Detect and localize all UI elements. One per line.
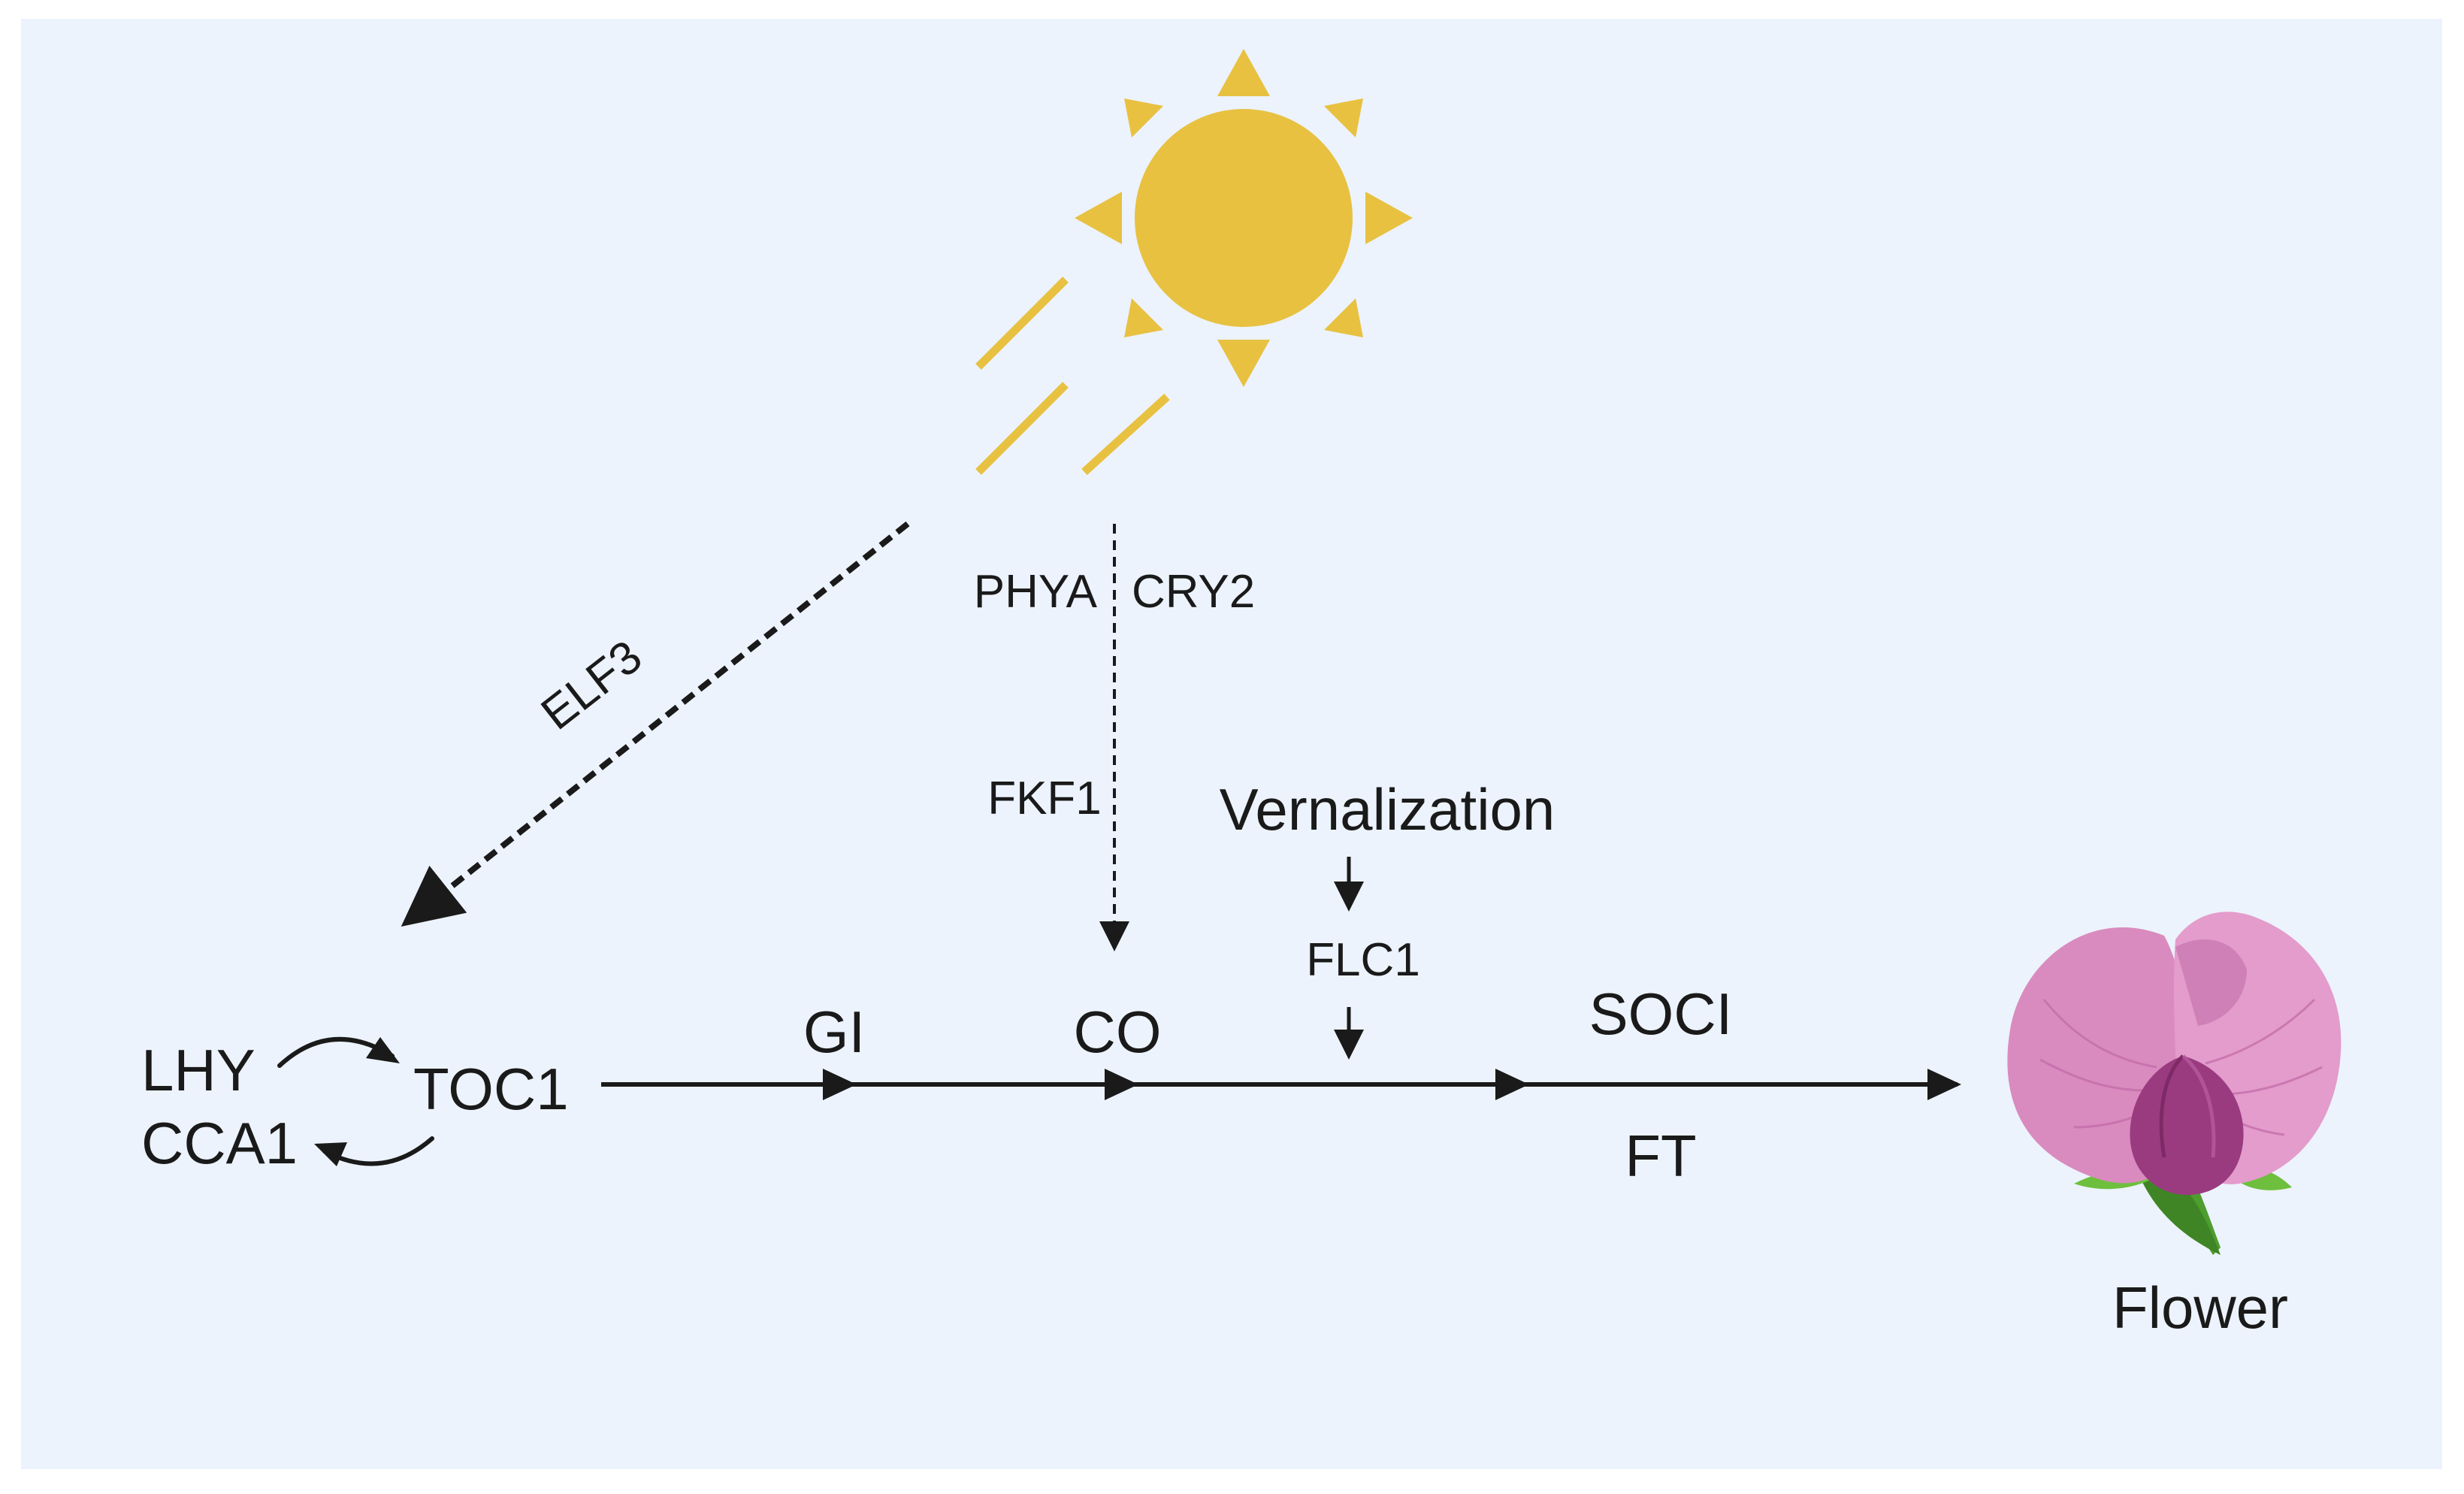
node-soci: SOCI (1589, 981, 1733, 1047)
node-ft: FT (1625, 1123, 1696, 1189)
loop-arrowhead-top (366, 1037, 400, 1063)
node-gi: GI (803, 999, 865, 1065)
regulator-fkf1: FKF1 (987, 773, 1102, 824)
flower-icon (2007, 912, 2342, 1255)
arrowhead-gi (823, 1069, 857, 1100)
arrowhead-co (1105, 1069, 1138, 1100)
node-toc1: TOC1 (413, 1056, 569, 1122)
node-cca1: CCA1 (141, 1110, 298, 1176)
loop-arrowhead-bottom (314, 1142, 347, 1166)
elf3-dashed-arrow (401, 521, 910, 927)
regulator-cry2: CRY2 (1132, 566, 1255, 618)
regulator-vernalization: Vernalization (1220, 776, 1555, 842)
arrowhead-flower (1927, 1069, 1961, 1100)
arrowhead-soci (1495, 1069, 1529, 1100)
regulator-phya: PHYA (974, 566, 1098, 618)
regulator-flc1: FLC1 (1306, 934, 1420, 986)
node-co: CO (1074, 999, 1162, 1065)
sun-icon (975, 49, 1413, 476)
node-lhy: LHY (141, 1037, 255, 1103)
node-flower: Flower (2112, 1275, 2288, 1341)
